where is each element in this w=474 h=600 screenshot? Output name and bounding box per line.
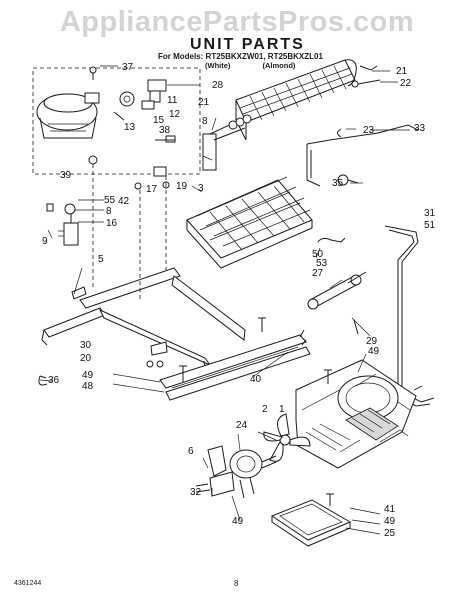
callout-1: 1 xyxy=(279,404,285,415)
callout-21: 21 xyxy=(396,66,408,77)
leader-lines xyxy=(39,65,423,535)
callout-53: 53 xyxy=(316,258,328,269)
evaporator-coil xyxy=(186,176,313,269)
callout-35: 35 xyxy=(332,178,344,189)
fan-motor-bracket-parts xyxy=(46,166,170,246)
compressor-mounting-rails xyxy=(41,267,246,371)
callout-49: 49 xyxy=(384,516,396,527)
callout-2: 2 xyxy=(262,404,268,415)
callout-49: 49 xyxy=(368,346,380,357)
callout-12: 12 xyxy=(169,109,181,120)
base-rail xyxy=(159,317,311,401)
callout-32: 32 xyxy=(190,487,202,498)
relay-parts xyxy=(113,79,176,143)
callout-13: 13 xyxy=(124,122,136,133)
variant-white: (White) xyxy=(205,61,231,70)
callout-25: 25 xyxy=(384,528,396,539)
callout-27: 27 xyxy=(312,268,324,279)
callout-33: 33 xyxy=(414,123,426,134)
compressor-group-box xyxy=(32,67,201,175)
condenser-fan xyxy=(263,413,311,462)
callout-3: 3 xyxy=(198,183,204,194)
callout-22: 22 xyxy=(400,78,412,89)
callout-28: 28 xyxy=(212,80,224,91)
clip-36 xyxy=(38,375,48,386)
page-number: 8 xyxy=(234,579,239,588)
callout-55: 55 xyxy=(104,195,116,206)
callout-20: 20 xyxy=(80,353,92,364)
callout-50: 50 xyxy=(312,249,324,260)
callout-29: 29 xyxy=(366,336,378,347)
drain-tube-long xyxy=(384,225,435,407)
callout-30: 30 xyxy=(80,340,92,351)
callout-21: 21 xyxy=(198,97,210,108)
callout-6: 6 xyxy=(188,446,194,457)
model-variants: (White) (Almond) xyxy=(205,61,325,70)
callout-40: 40 xyxy=(250,374,262,385)
drain-pan xyxy=(270,493,352,547)
callout-17: 17 xyxy=(146,184,158,195)
document-number: 4361244 xyxy=(14,580,42,587)
callout-31: 31 xyxy=(424,208,436,219)
condenser-coil xyxy=(202,59,357,171)
callout-37: 37 xyxy=(122,62,134,73)
callout-8: 8 xyxy=(106,206,112,217)
callout-15: 15 xyxy=(153,115,165,126)
callout-5: 5 xyxy=(98,254,104,265)
callout-9: 9 xyxy=(42,236,48,247)
callout-49: 49 xyxy=(82,370,94,381)
callout-8: 8 xyxy=(202,116,208,127)
fan-shroud-base xyxy=(295,359,417,469)
page-title: UNIT PARTS xyxy=(190,36,305,53)
callout-19: 19 xyxy=(176,181,188,192)
callout-11: 11 xyxy=(167,95,178,106)
callout-38: 38 xyxy=(159,125,171,136)
callout-24: 24 xyxy=(236,420,248,431)
callout-36: 36 xyxy=(48,375,60,386)
watermark: AppliancePartsPros.com xyxy=(59,6,415,38)
callout-41: 41 xyxy=(384,504,396,515)
callout-51: 51 xyxy=(424,220,436,231)
callout-49: 49 xyxy=(232,516,244,527)
compressor xyxy=(36,92,100,139)
callout-39: 39 xyxy=(60,170,72,181)
models-line: For Models: RT25BKXZW01, RT25BKXZL01 xyxy=(158,52,323,61)
callout-16: 16 xyxy=(106,218,118,229)
screws xyxy=(88,66,359,384)
callout-48: 48 xyxy=(82,381,94,392)
callout-42: 42 xyxy=(118,196,130,207)
tube-assembly xyxy=(306,124,419,187)
fan-motor xyxy=(195,445,277,499)
callout-23: 23 xyxy=(363,125,375,136)
variant-almond: (Almond) xyxy=(262,61,296,70)
top-right-hardware xyxy=(351,65,381,88)
heater-hook-and-tube xyxy=(307,237,367,310)
